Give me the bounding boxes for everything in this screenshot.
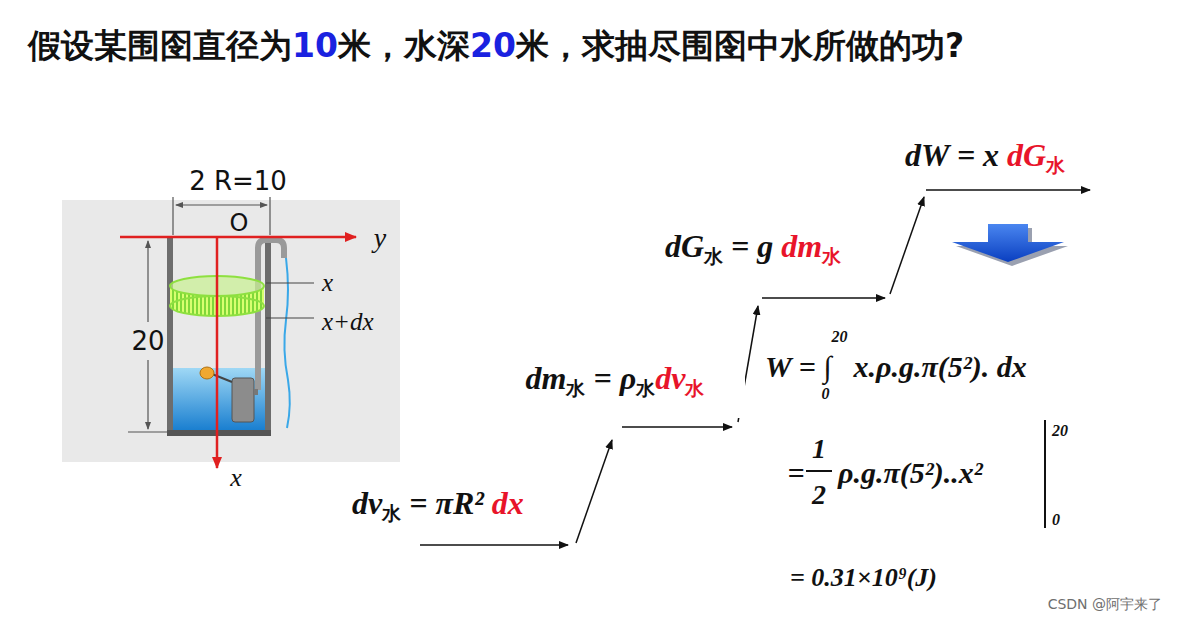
formula: W = ∫	[765, 350, 831, 383]
ring-label: x+dx	[322, 308, 374, 336]
water	[173, 368, 265, 430]
text-run: 水	[566, 378, 585, 399]
text-run: 水	[822, 246, 841, 267]
integral-limit: 20	[831, 328, 847, 346]
tank-bottom	[167, 430, 271, 436]
step-arrow	[420, 544, 568, 546]
text-run: dx	[492, 485, 524, 521]
float-line	[212, 374, 232, 382]
origin-label: O	[230, 210, 249, 236]
title: 假设某围囹直径为10米，水深20米，求抽尽围囹中水所做的功?	[28, 24, 964, 69]
formula: =	[787, 456, 804, 489]
step-arrow	[622, 426, 732, 428]
text-run: 水	[685, 378, 704, 399]
axis-label: x	[230, 464, 242, 493]
evaluation-bar	[1044, 420, 1046, 528]
step-arrow	[890, 197, 924, 294]
fraction-number: 2	[812, 480, 826, 511]
float	[200, 367, 214, 379]
dimension-tick	[128, 431, 167, 432]
pipe	[254, 389, 258, 395]
formula: x.ρ.g.π(5²). dx	[853, 350, 1026, 383]
block-arrow	[952, 224, 1064, 262]
result: = 0.31×10⁹(J)	[790, 564, 937, 593]
integral-limit: 0	[821, 385, 829, 403]
text-run: 10	[292, 26, 338, 65]
text-run: dG	[1007, 137, 1046, 173]
axis-label: y	[374, 223, 386, 254]
formula: dW = x dG水	[905, 138, 1065, 176]
panel	[62, 200, 400, 462]
formula-box: dm水 = ρ水dv水	[485, 342, 745, 418]
ring-label: x	[322, 269, 333, 297]
dimension-label: 2 R=10	[189, 167, 287, 196]
step-arrow	[762, 297, 885, 299]
pipe	[258, 240, 284, 390]
text-run: 20	[470, 26, 516, 65]
evaluation-limit: 20	[1052, 422, 1068, 440]
dimension-tick	[172, 197, 173, 235]
watermark: CSDN @阿宇来了	[1048, 597, 1162, 612]
x-axis	[216, 237, 219, 468]
pump	[232, 378, 254, 422]
text-run: 水	[704, 246, 723, 267]
tank-wall	[265, 237, 271, 436]
fraction-bar	[806, 470, 832, 472]
text-run: 水	[636, 378, 655, 399]
dimension-line	[176, 204, 267, 205]
text-run: dv	[655, 360, 685, 396]
dimension-line	[147, 241, 148, 322]
leader-line	[266, 282, 314, 283]
leader-line	[266, 317, 314, 318]
dimension-label: 20	[131, 327, 164, 356]
step-arrow	[926, 189, 1090, 191]
text-run: 水	[1046, 155, 1065, 176]
formula: dG水 = g dm水	[665, 229, 841, 267]
formula: ρ.g.π(5²)..x²	[838, 456, 983, 489]
evaluation-limit: 0	[1052, 511, 1060, 529]
step-arrow	[576, 440, 612, 543]
fraction-number: 1	[812, 434, 826, 465]
formula: dm水 = ρ水dv水	[526, 361, 705, 399]
text-run: dm	[781, 228, 822, 264]
dimension-tick	[269, 197, 270, 235]
tank-wall	[167, 237, 173, 436]
text-run: 水	[382, 503, 401, 524]
formula: dv水 = πR² dx	[352, 486, 524, 524]
dimension-line	[147, 360, 148, 429]
